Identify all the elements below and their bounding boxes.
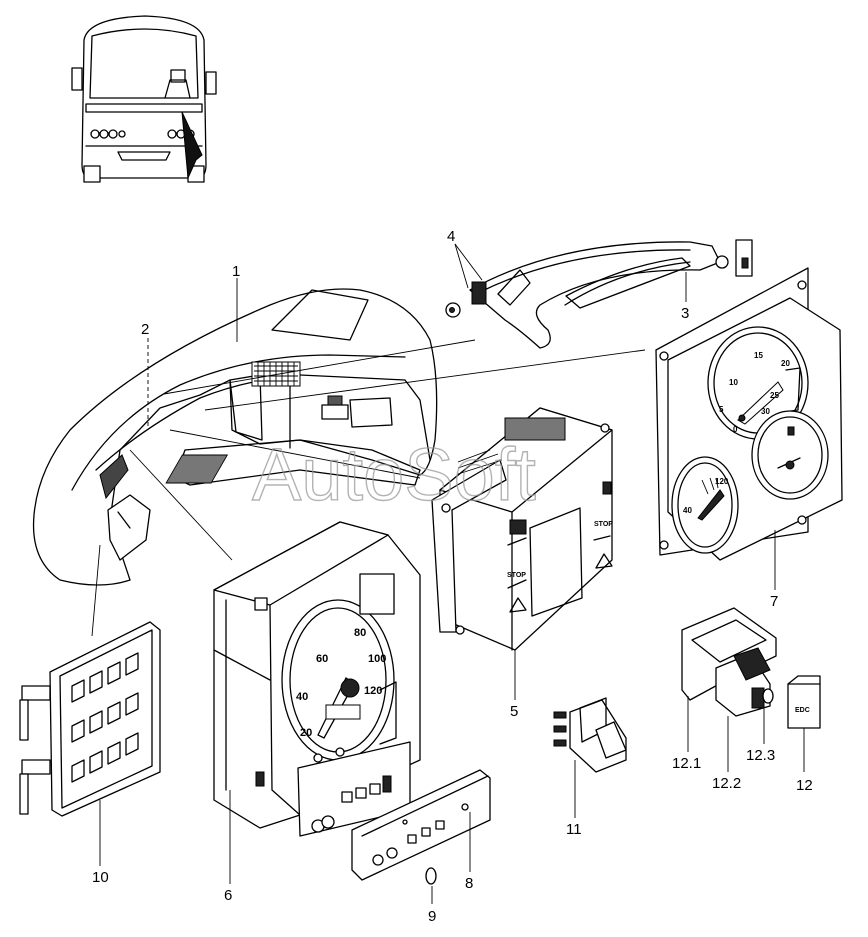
speed-mark-80: 80 bbox=[354, 627, 366, 639]
speed-mark-60: 60 bbox=[316, 653, 328, 665]
tach-mark-10: 10 bbox=[729, 378, 738, 387]
panel-stop-labels: STOP STOP bbox=[507, 521, 613, 579]
speedometer-scale: 20 40 60 80 100 120 bbox=[296, 627, 386, 739]
leader-lines bbox=[91, 243, 805, 904]
callout-7: 7 bbox=[770, 593, 778, 610]
tachometer-scale: 0 5 10 15 20 25 30 bbox=[719, 351, 790, 434]
central-control-panel bbox=[165, 407, 613, 651]
speed-mark-40: 40 bbox=[296, 691, 308, 703]
rocker-switch bbox=[553, 697, 627, 773]
speed-mark-120: 120 bbox=[364, 685, 382, 697]
callout-10: 10 bbox=[92, 869, 109, 886]
callout-5: 5 bbox=[510, 703, 518, 720]
callout-8: 8 bbox=[465, 875, 473, 892]
callout-12-1: 12.1 bbox=[672, 755, 701, 772]
tach-mark-30: 30 bbox=[761, 407, 770, 416]
callout-11: 11 bbox=[566, 821, 582, 838]
speed-mark-20: 20 bbox=[300, 727, 312, 739]
callout-4: 4 bbox=[447, 228, 455, 245]
stop-label-right: STOP bbox=[594, 521, 613, 528]
bulb bbox=[425, 867, 437, 885]
callout-2: 2 bbox=[141, 321, 149, 338]
edc-switch-assembly bbox=[681, 607, 821, 729]
edc-label: EDC bbox=[795, 707, 810, 714]
callout-9: 9 bbox=[428, 908, 436, 925]
callout-1: 1 bbox=[232, 263, 240, 280]
temp-mark-40: 40 bbox=[683, 506, 692, 515]
tach-mark-20: 20 bbox=[781, 359, 790, 368]
stop-label-left: STOP bbox=[507, 572, 526, 579]
dashboard-shell bbox=[32, 288, 438, 586]
tach-mark-5: 5 bbox=[719, 405, 724, 414]
callout-12-3: 12.3 bbox=[746, 747, 775, 764]
tach-mark-25: 25 bbox=[770, 391, 779, 400]
watermark: AutoSoft bbox=[252, 433, 536, 516]
switch-strip bbox=[351, 769, 491, 881]
switch-panel-frame bbox=[19, 621, 161, 817]
temp-mark-120: 120 bbox=[715, 477, 729, 486]
callout-12-2: 12.2 bbox=[712, 775, 741, 792]
callout-3: 3 bbox=[681, 305, 689, 322]
temperature-scale: 40 120 bbox=[683, 477, 729, 515]
gauge-cluster bbox=[655, 267, 843, 561]
callout-6: 6 bbox=[224, 887, 232, 904]
callout-12: 12 bbox=[796, 777, 813, 794]
tach-mark-0: 0 bbox=[733, 425, 738, 434]
speed-mark-100: 100 bbox=[368, 653, 386, 665]
bus-front-view bbox=[71, 15, 217, 183]
instrument-housing bbox=[213, 521, 421, 837]
callout-labels: 1 2 3 4 5 6 7 8 9 10 11 12 12.1 12.2 12.… bbox=[92, 228, 813, 925]
vent-trim-strip bbox=[445, 239, 753, 349]
tach-mark-15: 15 bbox=[754, 351, 763, 360]
